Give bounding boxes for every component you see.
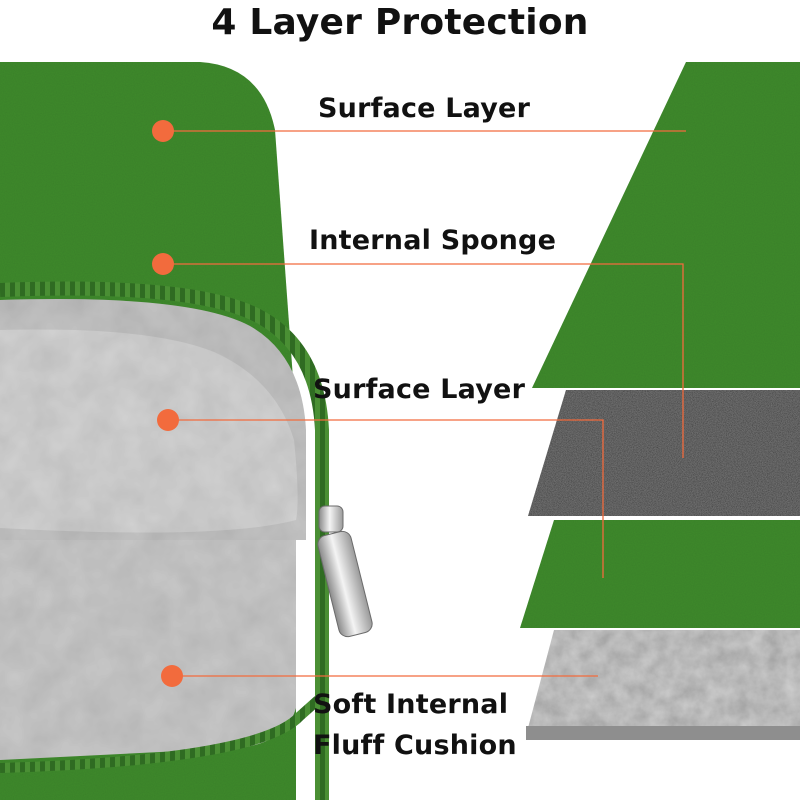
layer-label-fluff-line-1: Soft Internal [313,689,509,720]
callout-dot-surface-top [152,120,174,142]
page-title: 4 Layer Protection [211,2,589,43]
sleeve-zip-binding [0,281,329,800]
laptop-sleeve [0,62,373,800]
sleeve-front-flap [0,329,298,533]
layer-internal-sponge [528,390,800,516]
layer-fluff-cushion [528,630,800,728]
zipper-pull [317,505,373,638]
layer-stack [520,62,800,740]
callout-dot-surface-bottom [157,409,179,431]
layer-surface-bottom [520,520,800,628]
layer-label-fluff-cushion: Soft Internal Fluff Cushion [313,684,517,766]
layer-label-internal-sponge: Internal Sponge [309,225,557,256]
callout-dot-internal-sponge [152,253,174,275]
callouts [163,130,686,677]
callout-dot-fluff-cushion [161,665,183,687]
callout-line-internal-sponge [163,263,684,458]
layer-fluff-edge [526,726,800,740]
sleeve-pocket-interior [0,540,296,760]
layer-surface-top [532,62,800,388]
callout-line-surface-bottom [168,419,604,578]
sleeve-bottom-zip [0,696,322,773]
layer-label-fluff-line-2: Fluff Cushion [313,730,517,761]
layer-label-surface-top: Surface Layer [318,93,531,124]
layer-label-surface-bottom: Surface Layer [313,374,526,405]
